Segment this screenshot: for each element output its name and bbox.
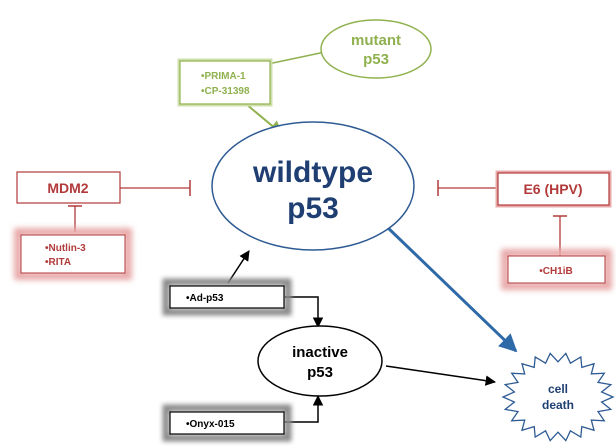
drug-rita: •RITA xyxy=(45,257,71,268)
drug-ch1ib: •CH1iB xyxy=(539,266,573,277)
node-wildtype-p53: wildtype p53 xyxy=(211,121,415,251)
inactive-p53-line2: p53 xyxy=(307,364,333,381)
node-cell-death: cell death xyxy=(501,352,615,442)
drug-nutlin-3: •Nutlin-3 xyxy=(45,243,86,254)
mutant-p53-line2: p53 xyxy=(363,51,389,68)
node-nutlin-rita: •Nutlin-3 •RITA xyxy=(14,228,132,280)
node-ch1ib: •CH1iB xyxy=(501,249,612,290)
mdm2-label: MDM2 xyxy=(47,180,88,196)
drug-cp-31398: •CP-31398 xyxy=(201,86,250,97)
cell-death-starburst xyxy=(501,352,615,442)
arrow-onyx-to-inactive xyxy=(285,394,324,423)
ad-p53-label: •Ad-p53 xyxy=(186,293,224,304)
arrow-inactive-to-cell-death xyxy=(385,365,497,386)
node-mutant-p53: mutant p53 xyxy=(320,19,432,79)
wildtype-p53-line1: wildtype xyxy=(252,156,373,189)
node-ad-p53: •Ad-p53 xyxy=(162,278,292,316)
mutant-p53-line1: mutant xyxy=(351,32,401,49)
drug-prima-1: •PRIMA-1 xyxy=(201,71,246,82)
inactive-p53-line1: inactive xyxy=(292,344,348,361)
onyx-015-label: •Onyx-015 xyxy=(186,419,235,430)
arrow-adp53-to-inactive xyxy=(285,296,324,329)
node-inactive-p53: inactive p53 xyxy=(257,325,383,397)
arrow-adp53-to-wildtype xyxy=(227,250,250,284)
node-prima-cp-drugs: •PRIMA-1 •CP-31398 xyxy=(177,58,273,107)
arrow-wildtype-to-cell-death xyxy=(384,224,518,353)
node-e6-hpv: E6 (HPV) xyxy=(495,170,612,208)
node-onyx-015: •Onyx-015 xyxy=(162,404,292,442)
e6-hpv-label: E6 (HPV) xyxy=(523,181,582,197)
connector-mutant-to-drugs xyxy=(267,51,326,65)
node-mdm2: MDM2 xyxy=(16,171,121,204)
wildtype-p53-line2: p53 xyxy=(287,192,339,225)
cell-death-line2: death xyxy=(542,398,574,412)
cell-death-line1: cell xyxy=(548,382,568,396)
